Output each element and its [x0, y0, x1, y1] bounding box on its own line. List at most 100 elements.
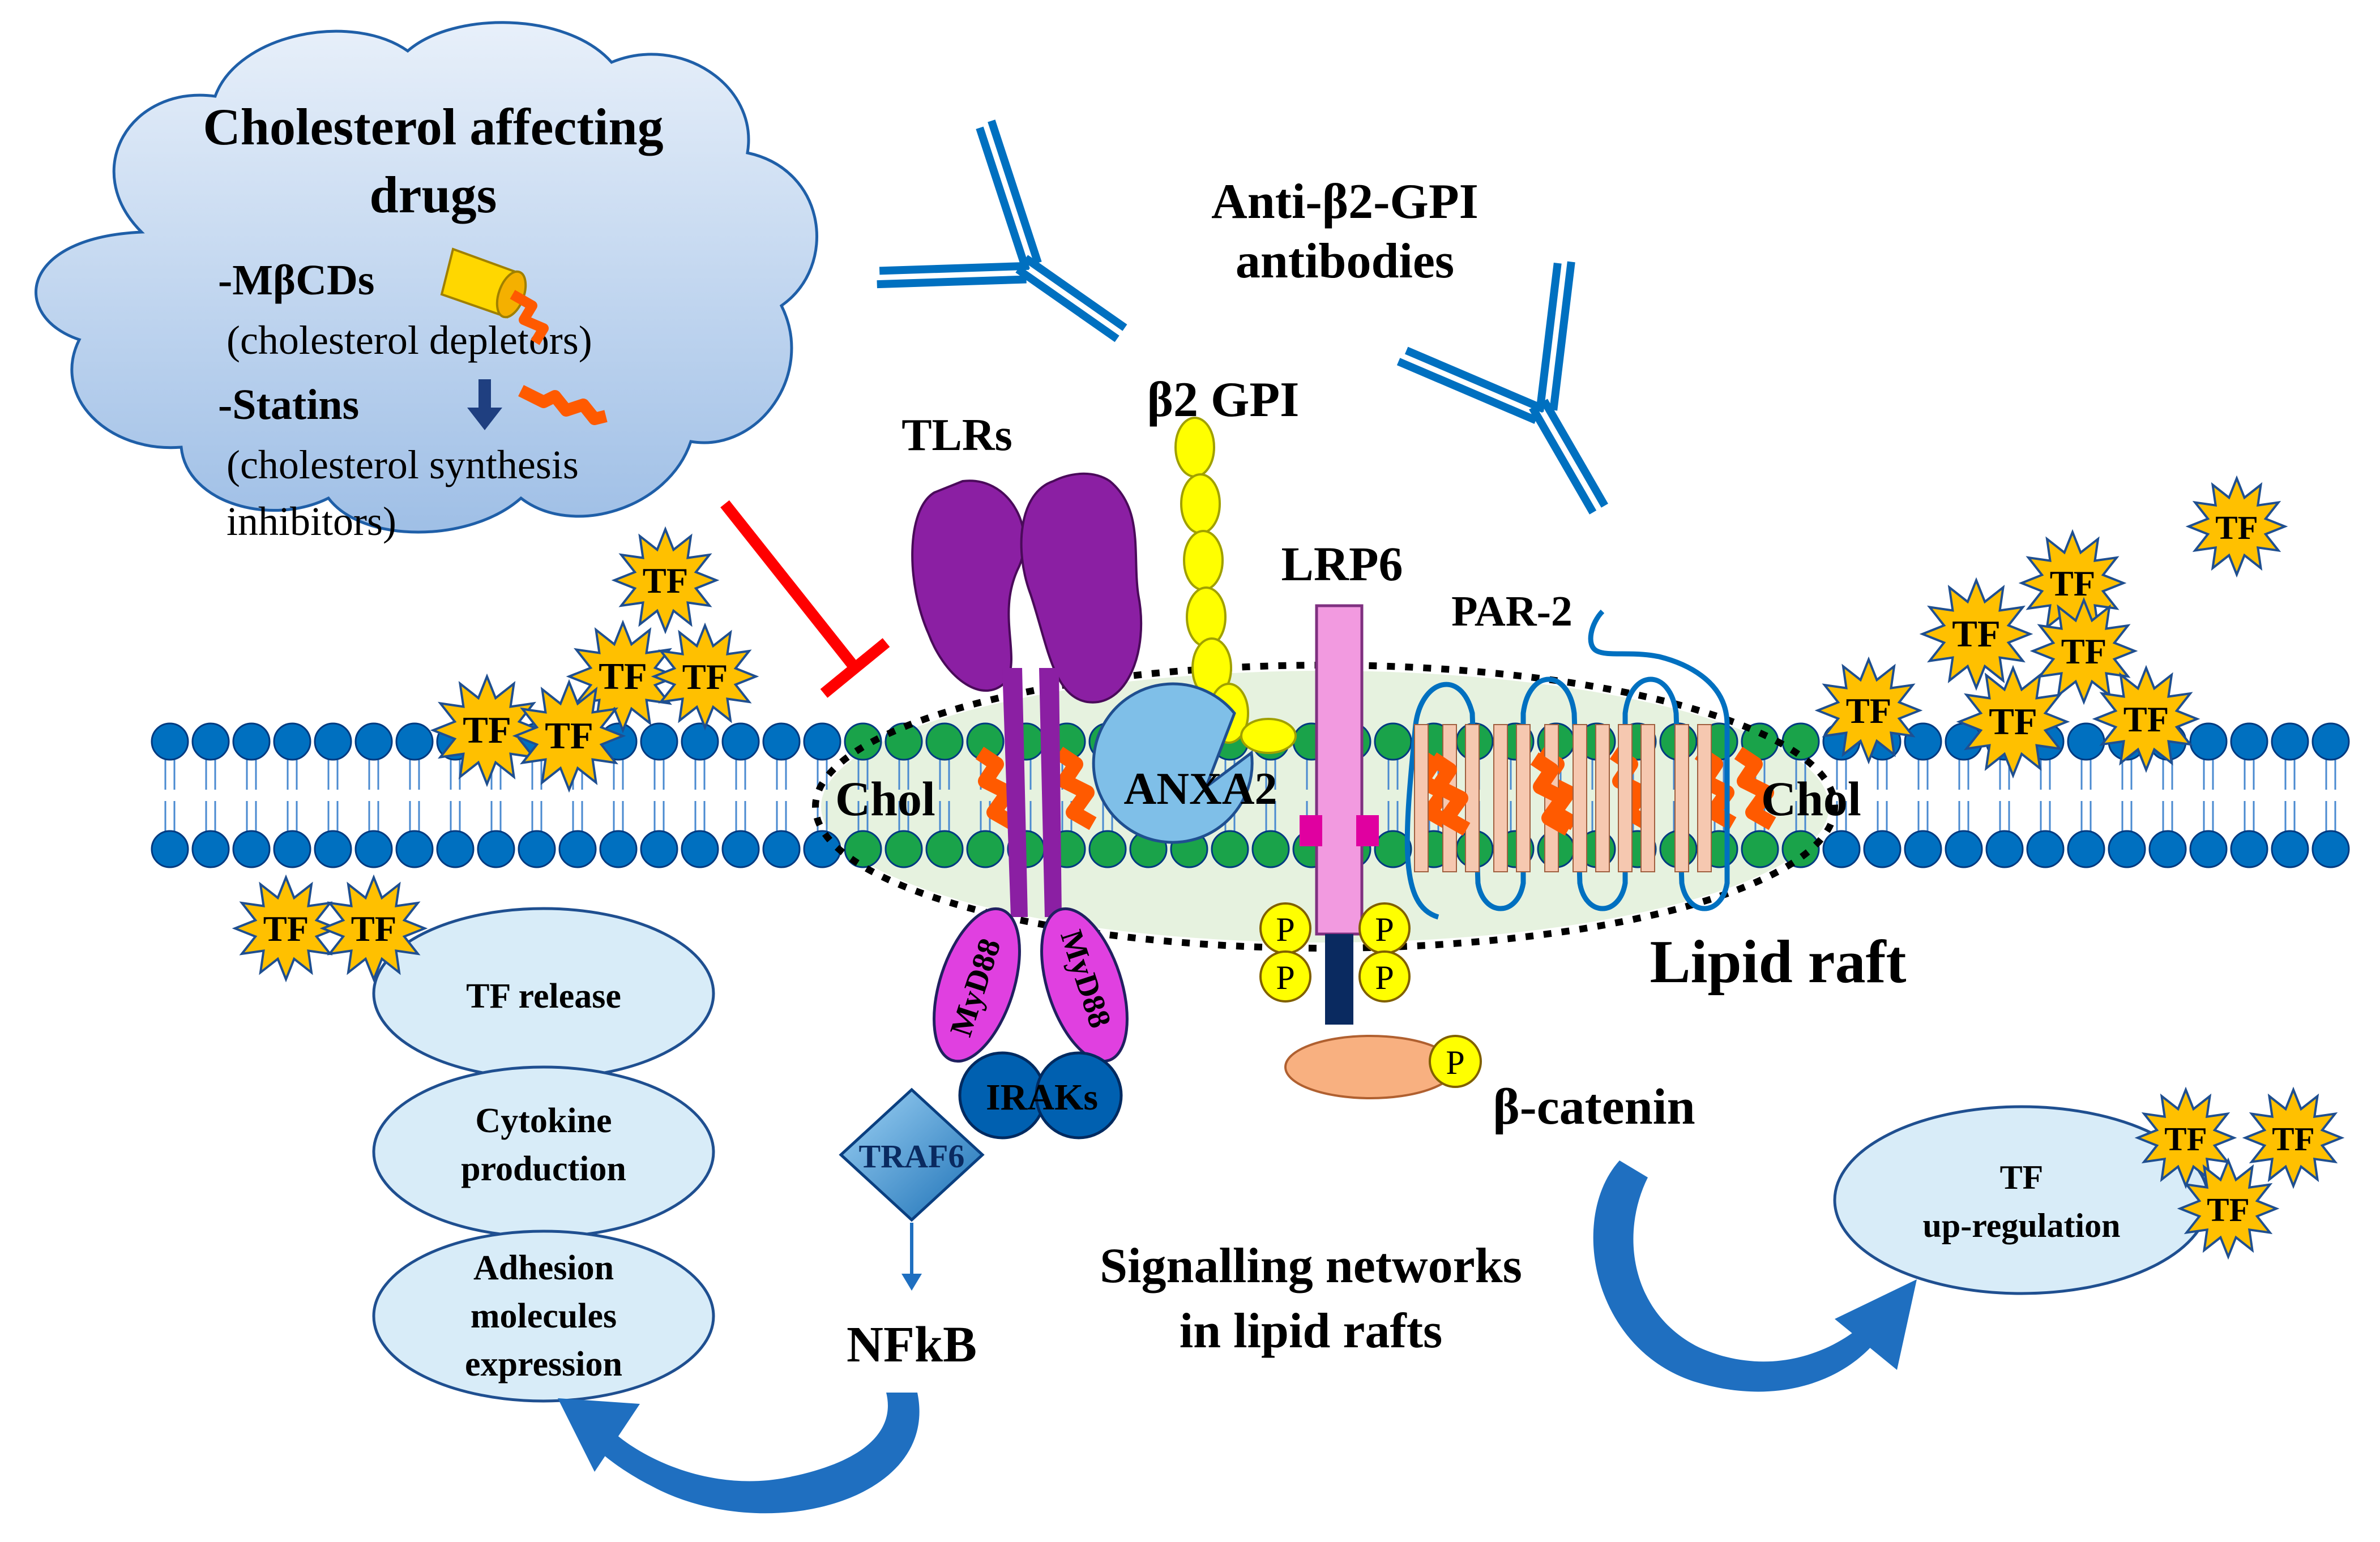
lipid-head [314, 830, 352, 868]
lipid-head [2311, 722, 2350, 761]
tf-label: TF [599, 656, 647, 697]
beta-catenin-protein: P β-catenin [1284, 1035, 1695, 1135]
tf-star: TF [1956, 665, 2070, 779]
lipid-head [354, 722, 393, 761]
lipid-head [925, 830, 964, 868]
lipid-head [151, 722, 189, 761]
antibodies-label-1: Anti-β2-GPI [1211, 174, 1479, 229]
tf-label: TF [1952, 613, 2001, 655]
lipid-head [640, 830, 678, 868]
tlr-right-transmembrane [1039, 668, 1062, 917]
chol-label-left: Chol [835, 772, 935, 826]
lrp6-label: LRP6 [1281, 537, 1403, 591]
tf-label: TF [643, 561, 689, 601]
par2-receptor [1404, 609, 1730, 920]
lipid-head [2189, 830, 2228, 868]
lipid-head [2230, 830, 2268, 868]
lipid-head [2271, 830, 2309, 868]
lipid-head [518, 830, 556, 868]
lrp6-receptor: LRP6 [1281, 537, 1403, 1025]
lipid-head [314, 722, 352, 761]
phospho-label: P [1276, 959, 1294, 996]
cholesterol-molecule [1054, 747, 1097, 830]
lipid-head [354, 830, 393, 868]
adhesion-text-2: molecules [471, 1297, 617, 1335]
tf-label: TF [351, 909, 397, 949]
lipid-head [599, 830, 638, 868]
cloud-title-2: drugs [370, 166, 497, 224]
lipid-head [1985, 830, 2024, 868]
lipid-head [1822, 830, 1861, 868]
lipid-head [844, 722, 882, 761]
b2gpi-label: β2 GPI [1147, 372, 1300, 427]
lipid-head [2230, 722, 2268, 761]
inhibition-arrow [720, 500, 890, 698]
tf-label: TF [1989, 701, 2037, 743]
lipid-head [273, 830, 311, 868]
b2gpi-domain [1186, 586, 1227, 648]
irak-label: IRAKs [986, 1077, 1098, 1118]
tf-star: TF [566, 619, 680, 734]
lipid-head [1945, 830, 1983, 868]
lipid-head [966, 830, 1005, 868]
lipid-head [151, 830, 189, 868]
b2gpi-domain [1180, 473, 1221, 534]
tf-label: TF [682, 657, 728, 697]
cytokine-text-2: production [461, 1150, 626, 1188]
lipid-head [395, 830, 434, 868]
antibodies-label-2: antibodies [1236, 234, 1454, 289]
tf-label: TF [2061, 632, 2107, 671]
lipid-head [477, 830, 515, 868]
tf-label: TF [1846, 691, 1892, 731]
tf-star: TF [512, 679, 626, 793]
lipid-head [2026, 830, 2065, 868]
mbcd-label: -MβCDs [218, 256, 374, 304]
lipid-head [2148, 830, 2187, 868]
statins-desc-1: (cholesterol synthesis [227, 442, 579, 487]
tf-label: TF [463, 709, 511, 751]
lipid-head [681, 722, 719, 761]
curved-arrow-catenin-to-upregulation [1593, 1160, 1917, 1392]
lipid-head [721, 722, 760, 761]
lipid-head [436, 830, 475, 868]
adhesion-text-1: Adhesion [473, 1249, 614, 1287]
lipid-head [273, 722, 311, 761]
beta-catenin-p: P [1446, 1044, 1464, 1081]
signalling-label-1: Signalling networks [1100, 1239, 1522, 1293]
lipid-head [1741, 830, 1779, 868]
lipid-head [803, 722, 841, 761]
nfkb-label: NFkB [847, 1317, 977, 1373]
drug-cloud: Cholesterol affecting drugs -MβCDs (chol… [35, 21, 818, 544]
lipid-head [1781, 830, 1820, 868]
cloud-title-1: Cholesterol affecting [203, 98, 663, 156]
tf-upregulation-ellipse: TF up-regulation [1833, 1105, 2210, 1295]
phospho-label: P [1375, 911, 1394, 948]
lipid-head [2189, 722, 2228, 761]
beta-catenin-label: β-catenin [1493, 1079, 1695, 1135]
lipid-head [803, 830, 841, 868]
tf-label: TF [2050, 564, 2096, 603]
tf-star: TF [2185, 475, 2288, 578]
tf-star: TF [651, 622, 759, 731]
tlr-receptors: TLRs [901, 410, 1143, 917]
tf-star: TF [2092, 665, 2200, 773]
tf-star: TF [2018, 529, 2127, 637]
tf-star: TF [2134, 1086, 2237, 1189]
traf6-node: TRAF6 [839, 1087, 985, 1222]
curved-arrow-nfkb-to-effects [558, 1393, 920, 1514]
lipid-head [1863, 830, 1902, 868]
tlr-left-ectodomain [911, 479, 1026, 692]
tf-label: TF [2207, 1191, 2249, 1228]
cytokine-text-1: Cytokine [475, 1102, 612, 1140]
tf-release-text: TF release [466, 977, 621, 1016]
signalling-label-2: in lipid rafts [1180, 1304, 1443, 1359]
lipid-head [1088, 830, 1127, 868]
tf-star: TF [319, 874, 428, 983]
lipid-head [2067, 830, 2105, 868]
mbcd-cyclodextrin-icon [440, 247, 549, 345]
statins-label: -Statins [218, 381, 359, 429]
tf-label: TF [2123, 700, 2169, 739]
